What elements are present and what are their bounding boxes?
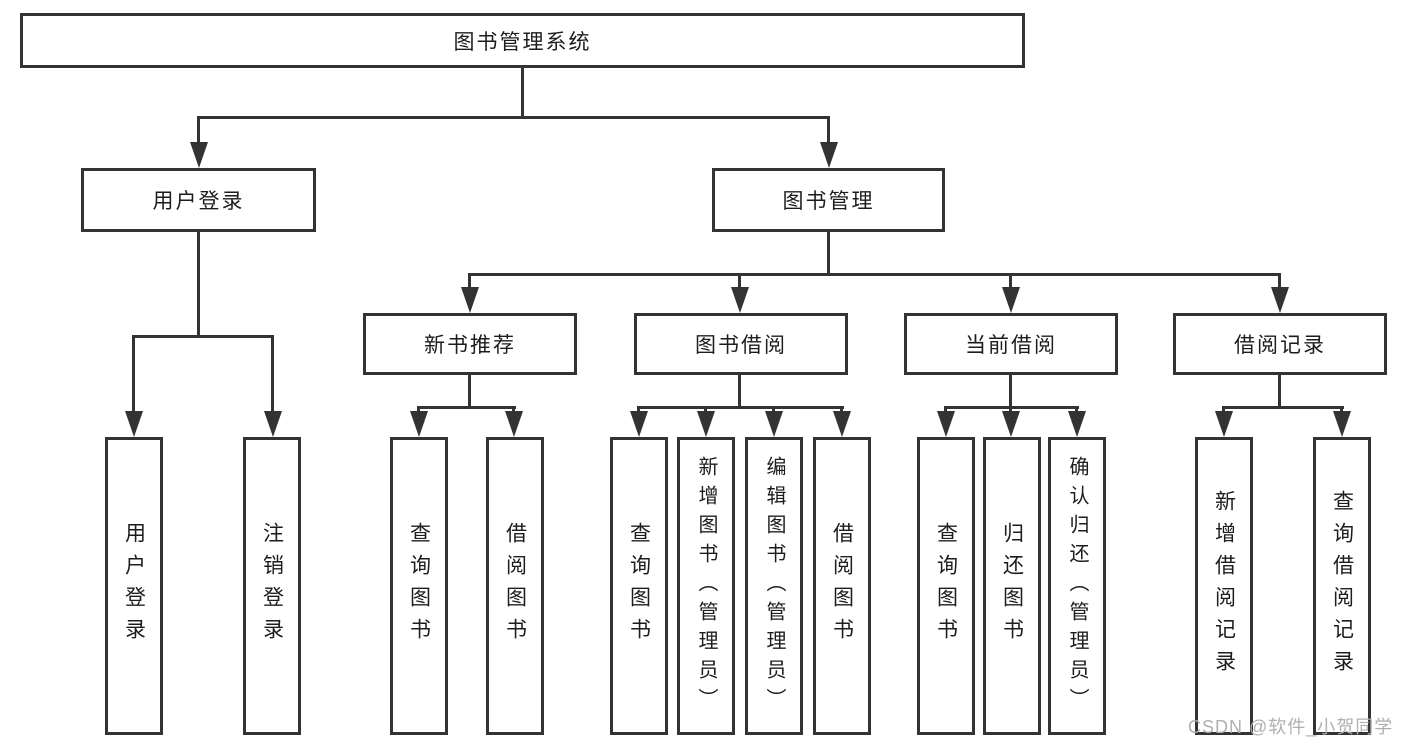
- node-borrowing-records: 借阅记录: [1173, 313, 1387, 375]
- connector-hline: [1222, 406, 1344, 409]
- arrow-head: [264, 411, 282, 437]
- arrow-head: [630, 411, 648, 437]
- connector-vline: [1278, 273, 1281, 291]
- arrow-head: [125, 411, 143, 437]
- node-user-login: 用户登录: [81, 168, 316, 232]
- node-current-borrowing: 当前借阅: [904, 313, 1118, 375]
- leaf-label: 确认归还（管理员）: [1066, 455, 1088, 717]
- arrow-head: [505, 411, 523, 437]
- leaf-return-books: 归还图书: [983, 437, 1041, 735]
- arrow-head: [1002, 411, 1020, 437]
- connector-vline: [468, 273, 471, 291]
- connector-vline: [827, 231, 830, 276]
- connector-vline: [197, 116, 200, 146]
- leaf-query-books: 查询图书: [610, 437, 668, 735]
- leaf-logout: 注销登录: [243, 437, 301, 735]
- leaf-confirm-return-admin: 确认归还（管理员）: [1048, 437, 1106, 735]
- leaf-label: 借阅图书: [503, 522, 527, 650]
- connector-vline: [271, 335, 274, 415]
- leaf-label: 新增借阅记录: [1212, 490, 1236, 682]
- connector-vline: [468, 375, 471, 409]
- leaf-query-books: 查询图书: [917, 437, 975, 735]
- leaf-label: 编辑图书（管理员）: [763, 455, 785, 717]
- arrow-head: [731, 287, 749, 313]
- connector-vline: [132, 335, 135, 415]
- connector-vline: [827, 116, 830, 146]
- arrow-head: [765, 411, 783, 437]
- leaf-label: 新增图书（管理员）: [695, 455, 717, 717]
- leaf-query-books: 查询图书: [390, 437, 448, 735]
- arrow-head: [820, 142, 838, 168]
- arrow-head: [461, 287, 479, 313]
- connector-hline: [417, 406, 516, 409]
- leaf-edit-books-admin: 编辑图书（管理员）: [745, 437, 803, 735]
- arrow-head: [833, 411, 851, 437]
- leaf-label: 查询图书: [627, 522, 651, 650]
- connector-vline: [1278, 375, 1281, 409]
- arrow-head: [1215, 411, 1233, 437]
- leaf-label: 查询图书: [407, 522, 431, 650]
- connector-vline: [197, 230, 200, 338]
- connector-hline: [468, 273, 1281, 276]
- connector-vline: [1009, 273, 1012, 291]
- leaf-label: 归还图书: [1000, 522, 1024, 650]
- leaf-query-borrow-record: 查询借阅记录: [1313, 437, 1371, 735]
- node-label: 用户登录: [152, 190, 245, 213]
- leaf-label: 查询图书: [934, 522, 958, 650]
- node-label: 借阅记录: [1234, 334, 1326, 357]
- leaf-label: 注销登录: [260, 522, 284, 650]
- connector-hline: [132, 335, 274, 338]
- leaf-borrow-books: 借阅图书: [486, 437, 544, 735]
- node-book-borrowing: 图书借阅: [634, 313, 848, 375]
- arrow-head: [1271, 287, 1289, 313]
- arrow-head: [190, 142, 208, 168]
- node-label: 新书推荐: [424, 334, 516, 357]
- arrow-head: [937, 411, 955, 437]
- connector-vline: [1009, 375, 1012, 409]
- connector-vline: [521, 66, 524, 119]
- connector-hline: [197, 116, 830, 119]
- connector-hline: [637, 406, 844, 409]
- leaf-add-books-admin: 新增图书（管理员）: [677, 437, 735, 735]
- arrow-head: [1002, 287, 1020, 313]
- node-new-book-recommend: 新书推荐: [363, 313, 577, 375]
- leaf-label: 借阅图书: [830, 522, 854, 650]
- node-label: 当前借阅: [965, 334, 1057, 357]
- leaf-label: 查询借阅记录: [1330, 490, 1354, 682]
- leaf-borrow-books: 借阅图书: [813, 437, 871, 735]
- arrow-head: [1333, 411, 1351, 437]
- leaf-label: 用户登录: [122, 522, 146, 650]
- leaf-add-borrow-record: 新增借阅记录: [1195, 437, 1253, 735]
- connector-vline: [738, 375, 741, 409]
- node-book-management: 图书管理: [712, 168, 945, 232]
- arrow-head: [697, 411, 715, 437]
- arrow-head: [410, 411, 428, 437]
- node-label: 图书管理系统: [453, 30, 592, 54]
- connector-vline: [738, 273, 741, 291]
- node-label: 图书管理: [782, 190, 875, 213]
- node-label: 图书借阅: [695, 334, 787, 357]
- node-library-management-system: 图书管理系统: [20, 13, 1025, 68]
- leaf-user-login: 用户登录: [105, 437, 163, 735]
- arrow-head: [1068, 411, 1086, 437]
- csdn-watermark: CSDN @软件_小贺同学: [1188, 717, 1394, 737]
